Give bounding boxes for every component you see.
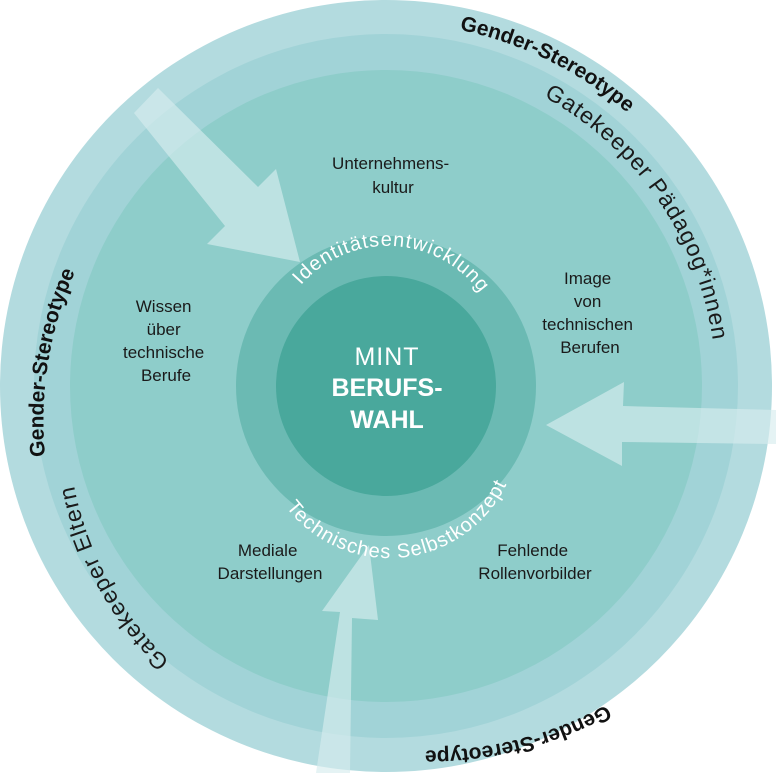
factor-line: Image — [564, 269, 611, 288]
factor-line: Mediale — [238, 541, 298, 560]
factor-unternehmenskultur: Unternehmens- kultur — [332, 154, 454, 197]
arrow-bottom — [316, 545, 378, 773]
factor-line: technische — [123, 343, 204, 362]
factor-wissen-technische-berufe: Wissen über technische Berufe — [123, 297, 209, 385]
factor-line: kultur — [372, 178, 414, 197]
factor-line: technischen — [542, 315, 633, 334]
factor-line: über — [147, 320, 181, 339]
factor-mediale-darstellungen: Mediale Darstellungen — [218, 541, 323, 583]
arrow-top-left — [134, 88, 300, 262]
core-berufs-label: BERUFS- — [331, 374, 442, 402]
factor-fehlende-rollenvorbilder: Fehlende Rollenvorbilder — [478, 541, 592, 583]
factor-line: Fehlende — [497, 541, 568, 560]
factor-line: Darstellungen — [218, 564, 323, 583]
core-mint-label: MINT — [354, 343, 419, 371]
arrow-right — [546, 382, 776, 466]
factor-line: Unternehmens- — [332, 154, 449, 173]
factor-line: von — [574, 292, 601, 311]
factor-line: Wissen — [136, 297, 192, 316]
core-wahl-label: WAHL — [350, 406, 424, 434]
factor-line: Rollenvorbilder — [478, 564, 592, 583]
core-circle — [276, 276, 496, 496]
factor-image-technischer-berufe: Image von technischen Berufen — [542, 269, 637, 357]
factor-line: Berufe — [141, 366, 191, 385]
factor-line: Berufen — [560, 338, 620, 357]
